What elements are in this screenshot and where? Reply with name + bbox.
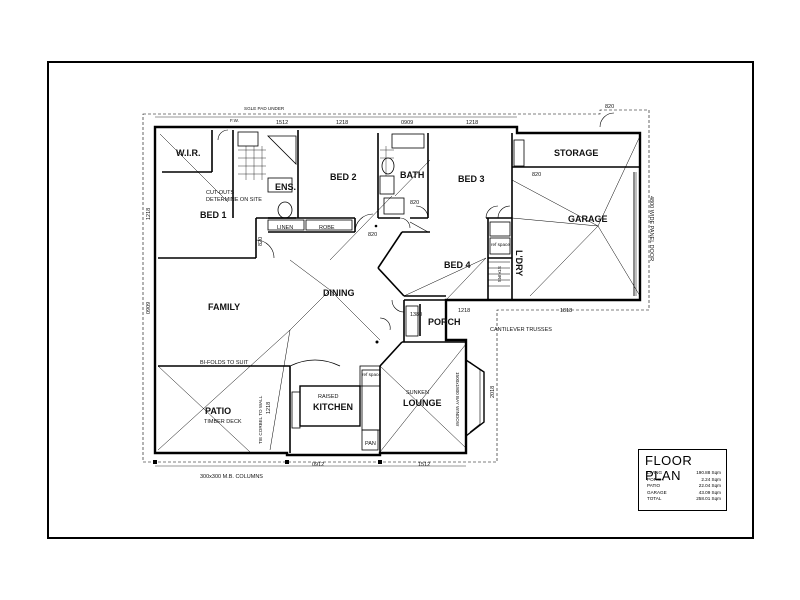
interior-walls [158,130,640,453]
dim-1218-porch: 1218 [458,308,470,314]
legend-row-value: 258.01 Sqm [696,496,721,502]
room-family: FAMILY [208,302,240,312]
room-dining: DINING [323,288,355,298]
dim-1218-patio: 1218 [266,402,272,414]
note-raised: RAISED [318,394,339,400]
dim-820-bed1: 820 [258,237,264,246]
dim-1380: 1380 [410,312,422,318]
legend-row-name: TOTAL [647,496,662,502]
roof-hips [157,133,641,453]
legend-rows: LIVING 190.88 Sqm PORCH 2.24 Sqm PATIO 22.0… [647,470,721,503]
room-bed3: BED 3 [458,174,485,184]
room-ens: ENS. [275,182,296,192]
room-wir: W.I.R. [176,148,201,158]
bay-window [465,359,485,437]
note-stairs: STAIRS [497,266,502,282]
dim-0909-top: 0909 [401,120,413,126]
legend-row-value: 2.24 Sqm [701,476,721,482]
dim-2018: 2018 [490,386,496,398]
room-bed1: BED 1 [200,210,227,220]
room-storage: STORAGE [554,148,598,158]
legend-row-value: 190.88 Sqm [696,470,721,475]
note-columns: 300x300 M.B. COLUMNS [200,474,263,480]
room-lounge: LOUNGE [403,398,442,408]
note-ref-space: ref space [362,372,381,377]
legend-row-total: TOTAL 258.01 Sqm [647,496,721,503]
dim-0909-left: 0909 [146,302,152,314]
eave-outline [142,109,650,463]
dim-820-bath: 820 [410,200,419,206]
note-cantilever: CANTILEVER TRUSSES [490,327,552,333]
legend-row-value: 43.09 Sqm [698,489,721,495]
dim-1818: 1818 [560,308,572,314]
room-bed2: BED 2 [330,172,357,182]
floor-plan-legend: FLOOR PLAN LIVING 190.88 Sqm PORCH 2.24 Sq… [638,449,727,511]
room-ldry: L'DRY [514,250,524,276]
note-robe: ROBE [319,225,335,231]
dim-1218-left: 1218 [146,208,152,220]
dim-0912-bottom: 0912 [312,462,324,468]
note-fw: F.W. [230,118,239,123]
dim-1218-top2: 1218 [466,120,478,126]
note-cutouts: CUT-OUTS [206,190,234,196]
note-sgle-pad: SGLE PAD UNDER [244,106,285,111]
legend-row-patio: PATIO 22.04 Sqm [647,483,721,490]
room-garage: GARAGE [568,214,608,224]
columns [153,224,382,464]
room-bath: BATH [400,170,424,180]
legend-row-name: PORCH [647,476,664,482]
legend-row-name: GARAGE [647,489,667,495]
dim-1512-bottom: 1512 [418,462,430,468]
dim-1512-top: 1512 [276,120,288,126]
note-sunken: SUNKEN [406,390,429,396]
legend-row-value: 22.04 Sqm [698,483,721,489]
note-bifolds: BI-FOLDS TO SUIT [200,360,249,366]
legend-row-garage: GARAGE 43.09 Sqm [647,490,721,497]
room-kitchen: KITCHEN [313,402,353,412]
room-porch: PORCH [428,317,461,327]
note-garage-door: 4800 WIDE PANEL DOOR [648,196,654,261]
note-ref-space-ldry: ref space [491,242,510,247]
dim-820-storage: 820 [532,172,541,178]
exterior-wall [153,125,642,457]
door-swings [217,112,615,331]
note-tie-corbel: TIE CORBEL TO WALL [258,395,263,444]
note-timber-deck: TIMBER DECK [204,419,242,425]
legend-row-name: PATIO [647,483,661,489]
note-linen: LINEN [277,225,293,231]
ensuite-tiles [238,146,394,180]
note-bay-window: 1500x1800 BAY WINDOW [455,372,460,427]
room-bed4: BED 4 [444,260,471,270]
dim-1218-top: 1218 [336,120,348,126]
room-patio: PATIO [205,406,231,416]
legend-row-porch: PORCH 2.24 Sqm [647,477,721,484]
note-determine: DETERMINE ON SITE [206,197,262,203]
note-pan: PAN [365,441,376,447]
stairs-steps [488,261,510,287]
dim-820-top: 820 [605,104,614,110]
legend-row-living: LIVING 190.88 Sqm [647,470,721,477]
legend-title: FLOOR PLAN [645,453,693,483]
legend-row-name: LIVING [647,470,663,475]
dim-820-dining: 820 [368,232,377,238]
